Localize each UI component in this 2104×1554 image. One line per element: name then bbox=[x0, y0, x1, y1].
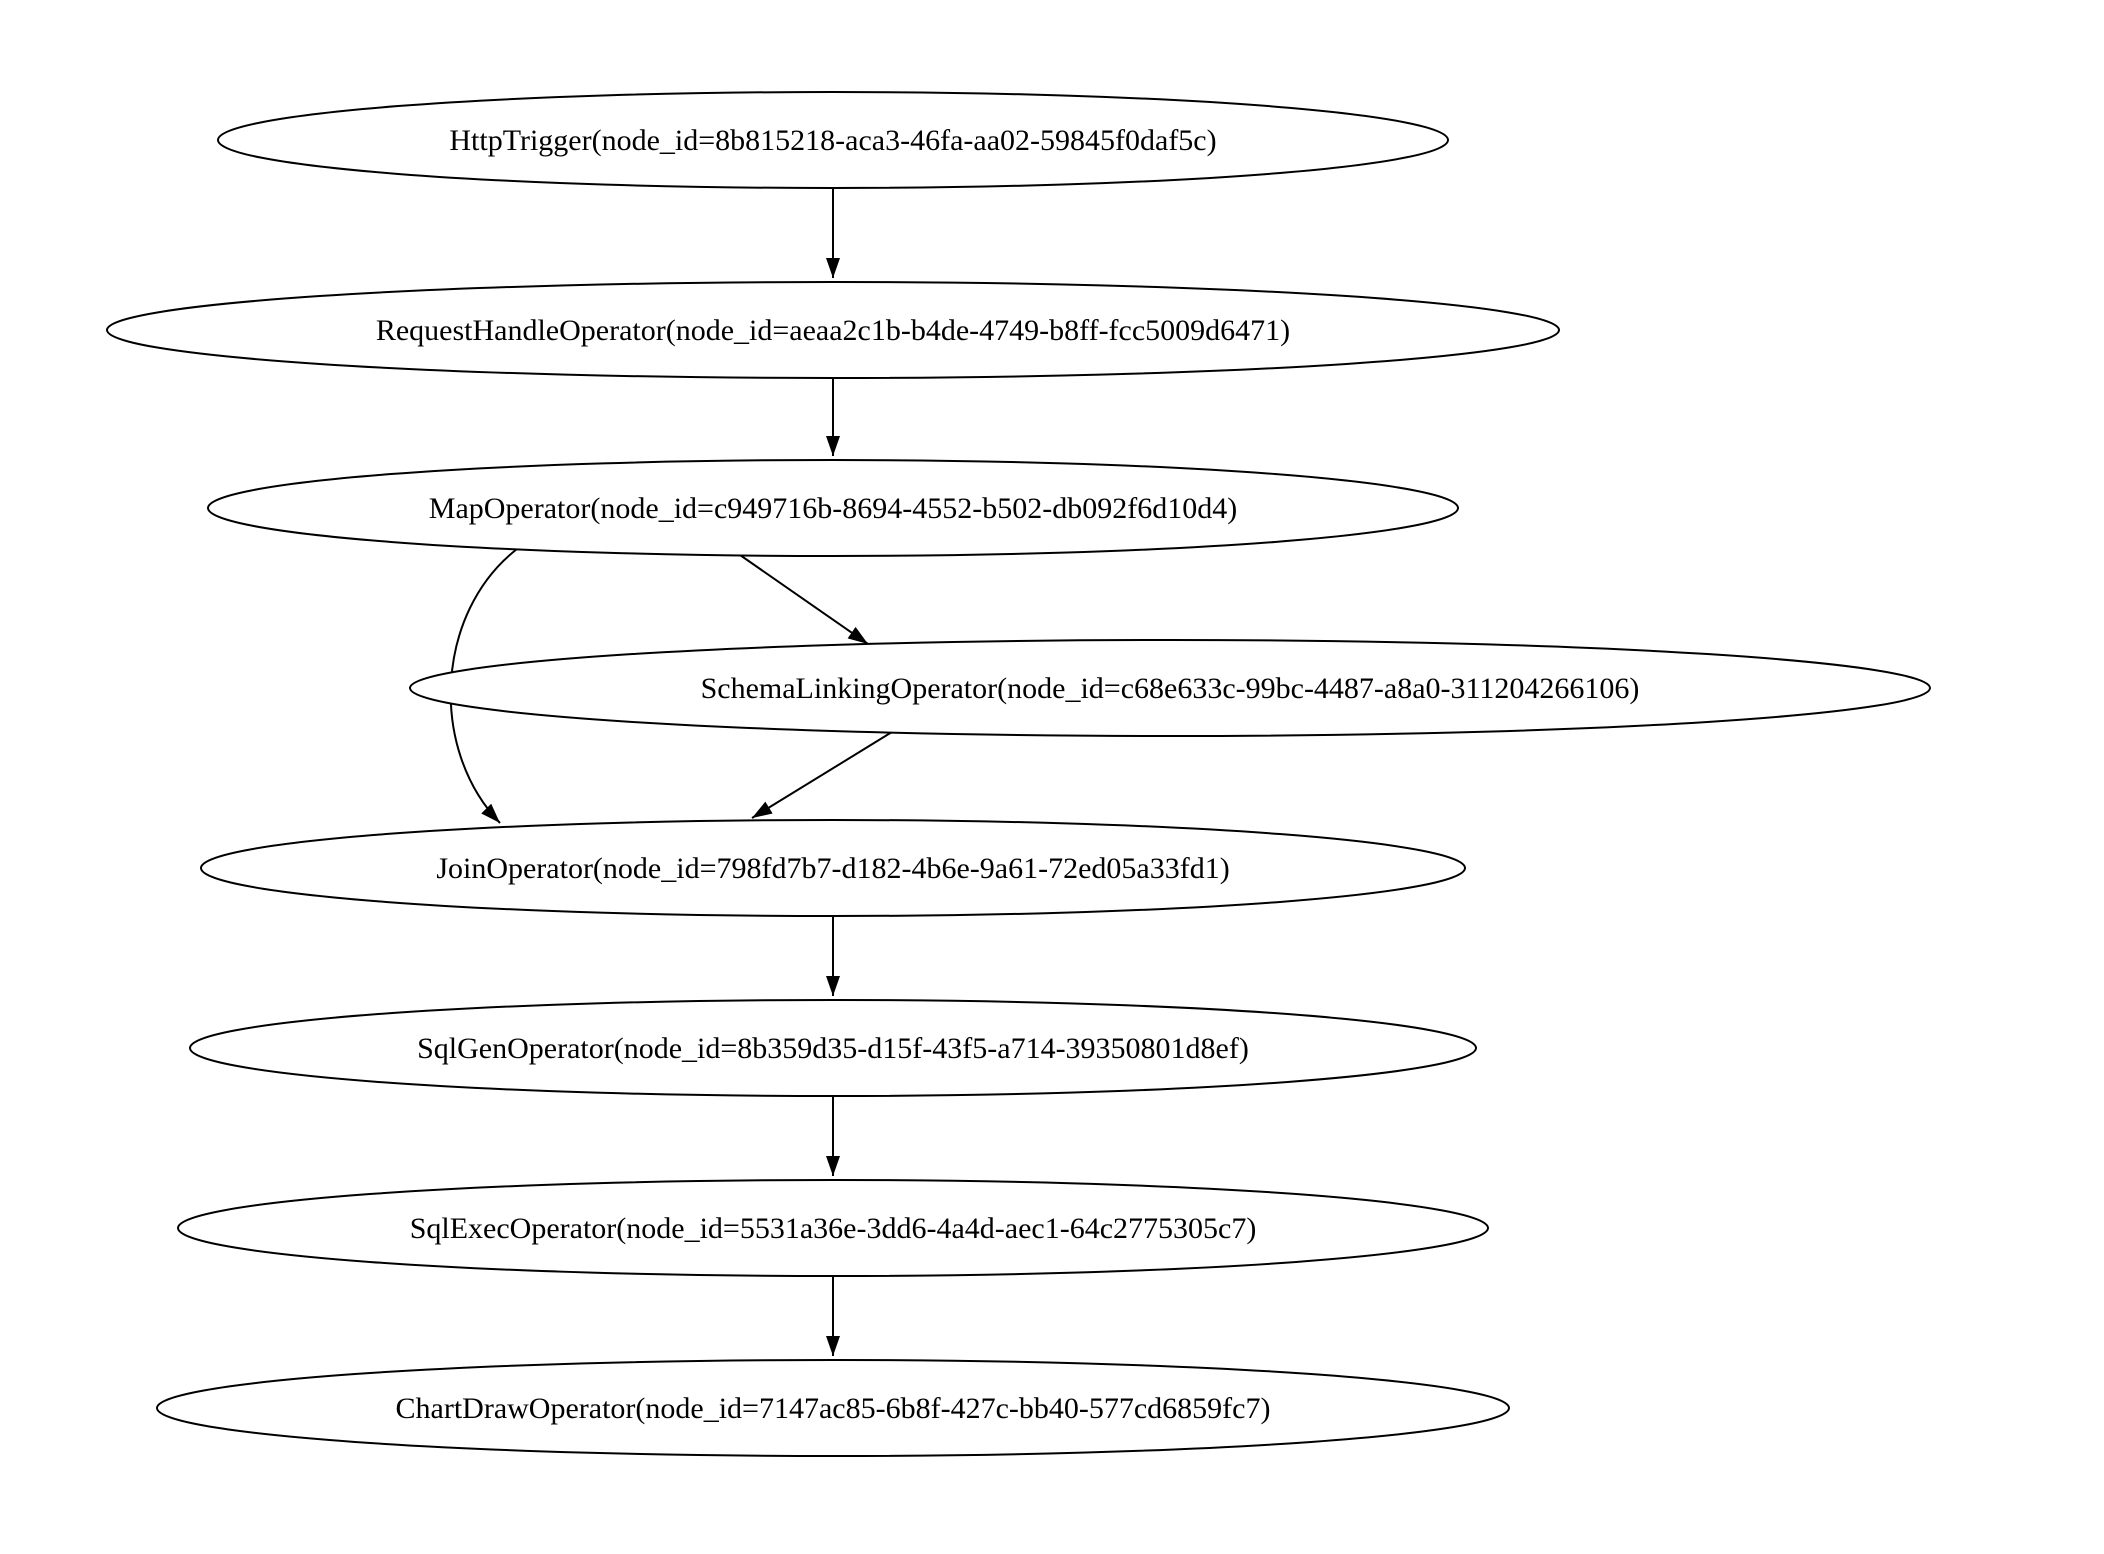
node-ellipse-chartdrawoperator bbox=[156, 1359, 1510, 1457]
node-ellipse-sqlgenoperator bbox=[189, 999, 1477, 1097]
node-ellipse-mapoperator bbox=[207, 459, 1459, 557]
node-label-httptrigger: HttpTrigger(node_id=8b815218-aca3-46fa-a… bbox=[449, 124, 1216, 157]
node-label-requesthandleoperator: RequestHandleOperator(node_id=aeaa2c1b-b… bbox=[376, 314, 1290, 347]
node-ellipse-schemalinkingoperator bbox=[409, 639, 1931, 737]
node-chartdrawoperator: ChartDrawOperator(node_id=7147ac85-6b8f-… bbox=[156, 1359, 1510, 1457]
edge-schemalinkingoperator-to-joinoperator bbox=[751, 731, 893, 819]
node-joinoperator: JoinOperator(node_id=798fd7b7-d182-4b6e-… bbox=[200, 819, 1466, 917]
node-schemalinkingoperator: SchemaLinkingOperator(node_id=c68e633c-9… bbox=[409, 639, 1931, 737]
node-httptrigger: HttpTrigger(node_id=8b815218-aca3-46fa-a… bbox=[217, 91, 1449, 189]
node-label-chartdrawoperator: ChartDrawOperator(node_id=7147ac85-6b8f-… bbox=[396, 1392, 1271, 1425]
node-ellipse-requesthandleoperator bbox=[106, 281, 1560, 379]
node-label-sqlexecoperator: SqlExecOperator(node_id=5531a36e-3dd6-4a… bbox=[410, 1212, 1257, 1245]
node-label-joinoperator: JoinOperator(node_id=798fd7b7-d182-4b6e-… bbox=[436, 852, 1229, 885]
edge-mapoperator-to-schemalinkingoperator bbox=[739, 554, 869, 645]
node-sqlgenoperator: SqlGenOperator(node_id=8b359d35-d15f-43f… bbox=[189, 999, 1477, 1097]
node-ellipse-joinoperator bbox=[200, 819, 1466, 917]
node-label-sqlgenoperator: SqlGenOperator(node_id=8b359d35-d15f-43f… bbox=[417, 1032, 1249, 1065]
node-mapoperator: MapOperator(node_id=c949716b-8694-4552-b… bbox=[207, 459, 1459, 557]
node-ellipse-httptrigger bbox=[217, 91, 1449, 189]
node-ellipse-sqlexecoperator bbox=[177, 1179, 1489, 1277]
node-label-schemalinkingoperator: SchemaLinkingOperator(node_id=c68e633c-9… bbox=[701, 672, 1640, 705]
node-label-mapoperator: MapOperator(node_id=c949716b-8694-4552-b… bbox=[429, 492, 1237, 525]
node-requesthandleoperator: RequestHandleOperator(node_id=aeaa2c1b-b… bbox=[106, 281, 1560, 379]
node-sqlexecoperator: SqlExecOperator(node_id=5531a36e-3dd6-4a… bbox=[177, 1179, 1489, 1277]
